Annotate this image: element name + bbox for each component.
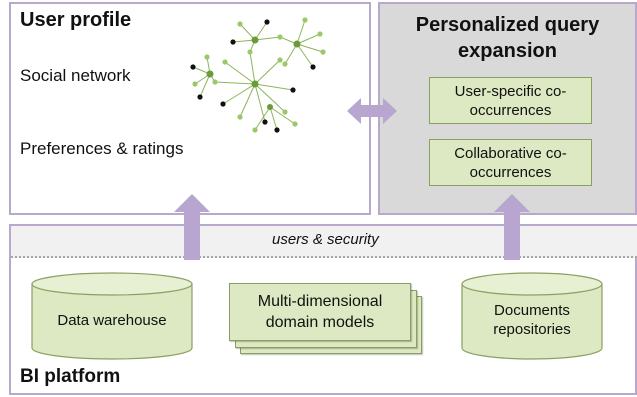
domain-models-line2: domain models [265, 314, 375, 331]
social-network-graph-icon [190, 17, 326, 133]
documents-line1: Documents [494, 302, 570, 319]
up-arrow-left-icon [174, 194, 210, 260]
bidirectional-arrow-icon [347, 98, 397, 124]
users-security-band [11, 226, 637, 258]
documents-line2: repositories [493, 321, 571, 338]
domain-models-line1: Multi-dimensional [257, 293, 383, 310]
bi-platform-title: BI platform [20, 366, 121, 387]
social-network-label: Social network [20, 66, 131, 85]
pqe-title-line1: Personalized query [415, 14, 600, 36]
collaborative-line1: Collaborative co- [454, 144, 567, 162]
documents-repositories-label: Documents repositories [460, 292, 604, 348]
user-specific-line1: User-specific co- [454, 82, 567, 100]
users-security-label: users & security [272, 231, 379, 248]
collaborative-cooccurrences-box: Collaborative co- occurrences [429, 139, 592, 186]
data-warehouse-label: Data warehouse [57, 311, 167, 329]
user-profile-panel [9, 2, 371, 215]
preferences-ratings-label: Preferences & ratings [20, 139, 184, 158]
user-profile-title: User profile [20, 9, 132, 31]
data-warehouse-cylinder-icon [31, 272, 193, 360]
up-arrow-right-icon [494, 194, 530, 260]
domain-models-box: Multi-dimensional domain models [229, 283, 411, 341]
collaborative-line2: occurrences [469, 163, 552, 181]
user-specific-cooccurrences-box: User-specific co- occurrences [429, 77, 592, 124]
user-specific-line2: occurrences [469, 101, 552, 119]
pqe-title-line2: expansion [458, 40, 557, 62]
documents-repositories-cylinder-icon [461, 272, 603, 360]
pqe-title: Personalized query expansion [378, 12, 637, 64]
